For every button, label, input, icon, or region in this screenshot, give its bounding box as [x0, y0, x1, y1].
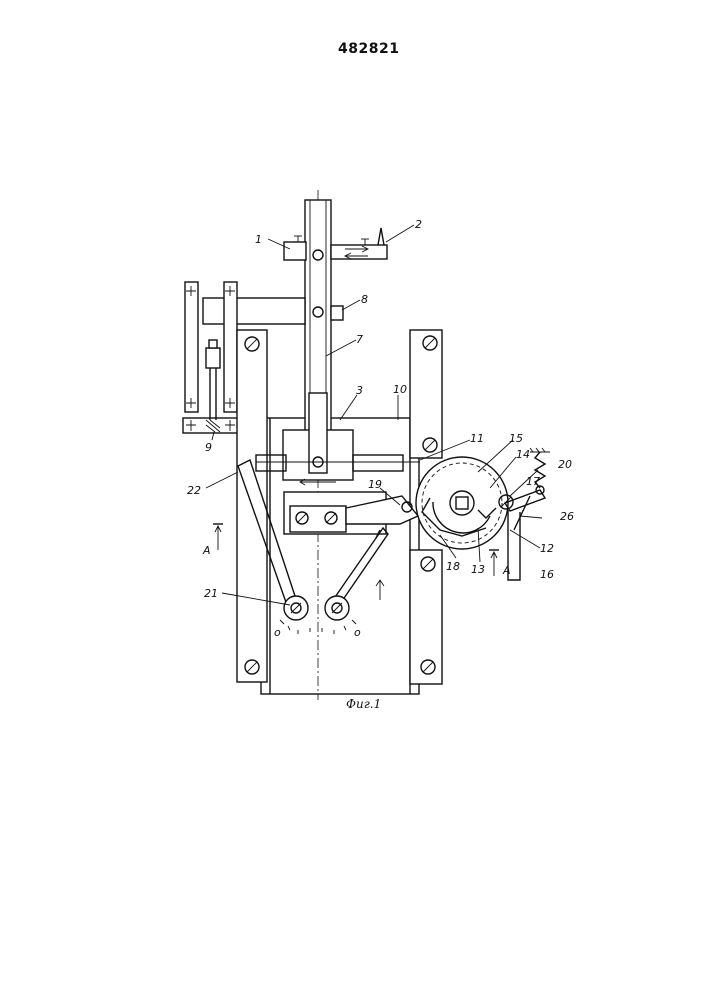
label-9: 9 — [205, 441, 212, 454]
label-7: 7 — [356, 333, 363, 346]
label-19: 19 — [368, 478, 382, 491]
section-marker-left — [213, 524, 223, 550]
label-20: 20 — [558, 458, 572, 471]
figure-caption: Фиг.1 — [346, 697, 381, 711]
label-11: 11 — [470, 432, 484, 445]
label-18: 18 — [446, 560, 460, 573]
section-label-right: A — [502, 564, 511, 577]
label-1: 1 — [255, 233, 262, 246]
label-14: 14 — [516, 448, 530, 461]
label-16: 16 — [540, 568, 554, 581]
label-17: 17 — [526, 475, 540, 488]
label-13: 13 — [471, 563, 485, 576]
section-label-left: A — [202, 544, 211, 557]
section-marker-right — [489, 550, 499, 576]
slider-block-3 — [256, 393, 420, 485]
label-2: 2 — [415, 218, 422, 231]
label-21: 21 — [204, 587, 218, 600]
label-3: 3 — [356, 384, 363, 397]
svg-text:o: o — [354, 626, 361, 639]
svg-text:o: o — [274, 626, 281, 639]
label-10: 10 — [393, 383, 407, 396]
flow-arrow — [376, 580, 384, 600]
label-26: 26 — [560, 510, 574, 523]
label-8: 8 — [361, 293, 368, 306]
disc-14-15 — [416, 457, 513, 549]
top-crossbar — [284, 228, 387, 260]
arm-26 — [505, 490, 545, 580]
label-12: 12 — [540, 542, 554, 555]
label-22: 22 — [187, 484, 201, 497]
label-15: 15 — [509, 432, 523, 445]
